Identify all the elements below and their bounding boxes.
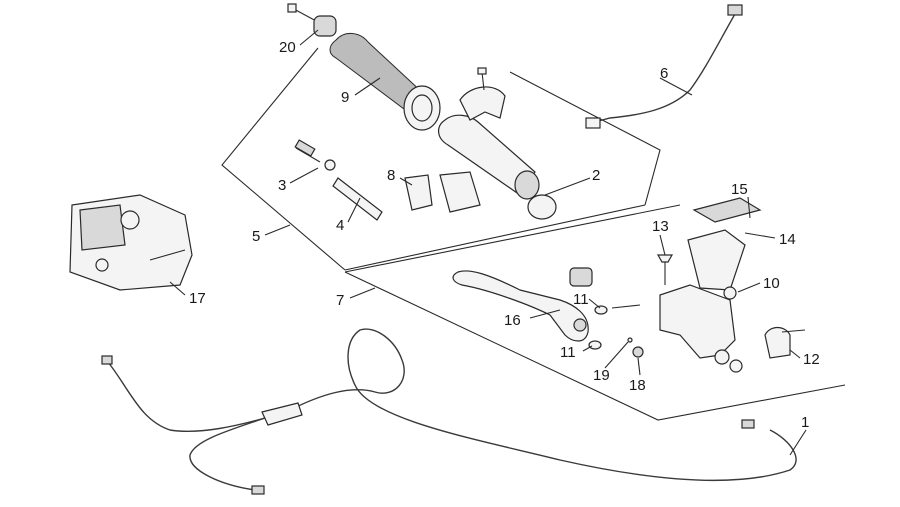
switch-wire bbox=[585, 4, 743, 129]
master-cylinder bbox=[656, 197, 762, 373]
group-frame-upper bbox=[221, 47, 661, 271]
callout-19: 19 bbox=[593, 367, 610, 384]
callout-2: 2 bbox=[592, 167, 600, 184]
cable-cover bbox=[332, 177, 383, 221]
brake-cable bbox=[101, 328, 797, 495]
throttle-tube bbox=[438, 114, 557, 220]
callout-5: 5 bbox=[252, 228, 260, 245]
callout-13: 13 bbox=[652, 218, 669, 235]
throttle-housing-cap bbox=[459, 67, 506, 121]
cable-clamps bbox=[404, 171, 481, 213]
callout-6: 6 bbox=[660, 65, 668, 82]
callout-20: 20 bbox=[279, 39, 296, 56]
callout-10: 10 bbox=[763, 275, 780, 292]
mirror-clamp bbox=[764, 326, 806, 359]
adjuster-screw bbox=[294, 139, 336, 171]
callout-12: 12 bbox=[803, 351, 820, 368]
callout-18: 18 bbox=[629, 377, 646, 394]
callout-7: 7 bbox=[336, 292, 344, 309]
callout-9: 9 bbox=[341, 89, 349, 106]
callout-4: 4 bbox=[336, 217, 344, 234]
callout-17: 17 bbox=[189, 290, 206, 307]
callout-14: 14 bbox=[779, 231, 796, 248]
bar-end-weight bbox=[287, 3, 337, 37]
callout-8: 8 bbox=[387, 167, 395, 184]
callout-3: 3 bbox=[278, 177, 286, 194]
callout-11-lower: 11 bbox=[560, 344, 576, 361]
leader-lines bbox=[169, 29, 807, 456]
small-hardware bbox=[569, 267, 644, 358]
brake-lever bbox=[452, 270, 589, 342]
left-switch-housing bbox=[69, 194, 193, 291]
handlebar-grip bbox=[329, 33, 441, 131]
callout-labels: 1 2 3 4 5 6 7 8 9 10 11 11 12 13 14 15 1… bbox=[189, 39, 820, 431]
callout-1: 1 bbox=[801, 414, 809, 431]
group-frame-lower bbox=[344, 204, 846, 421]
callout-16: 16 bbox=[504, 312, 521, 329]
callout-15: 15 bbox=[731, 181, 748, 198]
callout-11-upper: 11 bbox=[573, 291, 589, 308]
